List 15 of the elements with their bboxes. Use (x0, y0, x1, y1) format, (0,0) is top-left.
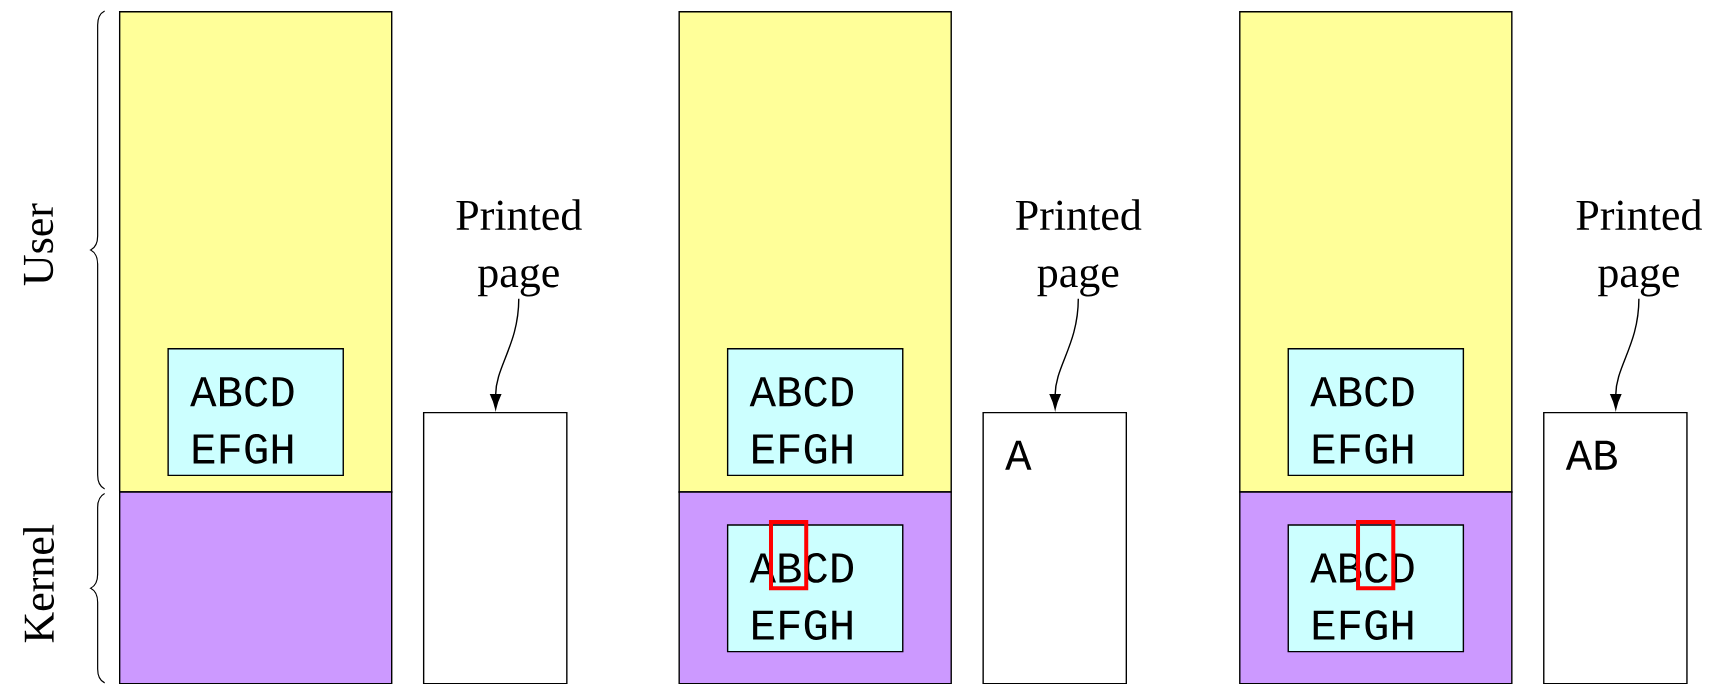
paper-sheet (422, 411, 568, 684)
page-label: Printed page (1016, 199, 1142, 297)
arrow (1610, 298, 1640, 410)
page-label: Printed page (456, 199, 582, 297)
page-label: Printed page (1576, 199, 1702, 297)
arrow (1049, 298, 1079, 410)
memory-region (118, 491, 393, 684)
buffer-box: ABCD EFGH (726, 348, 904, 477)
side-label: User (23, 203, 54, 286)
paper-sheet: A (982, 411, 1128, 684)
arrow (490, 298, 520, 410)
paper-sheet: AB (1543, 411, 1688, 684)
buffer-box: ABCD EFGH (167, 348, 344, 477)
side-label: Kernel (23, 524, 55, 643)
buffer-box: ABCD EFGH (1287, 348, 1465, 477)
